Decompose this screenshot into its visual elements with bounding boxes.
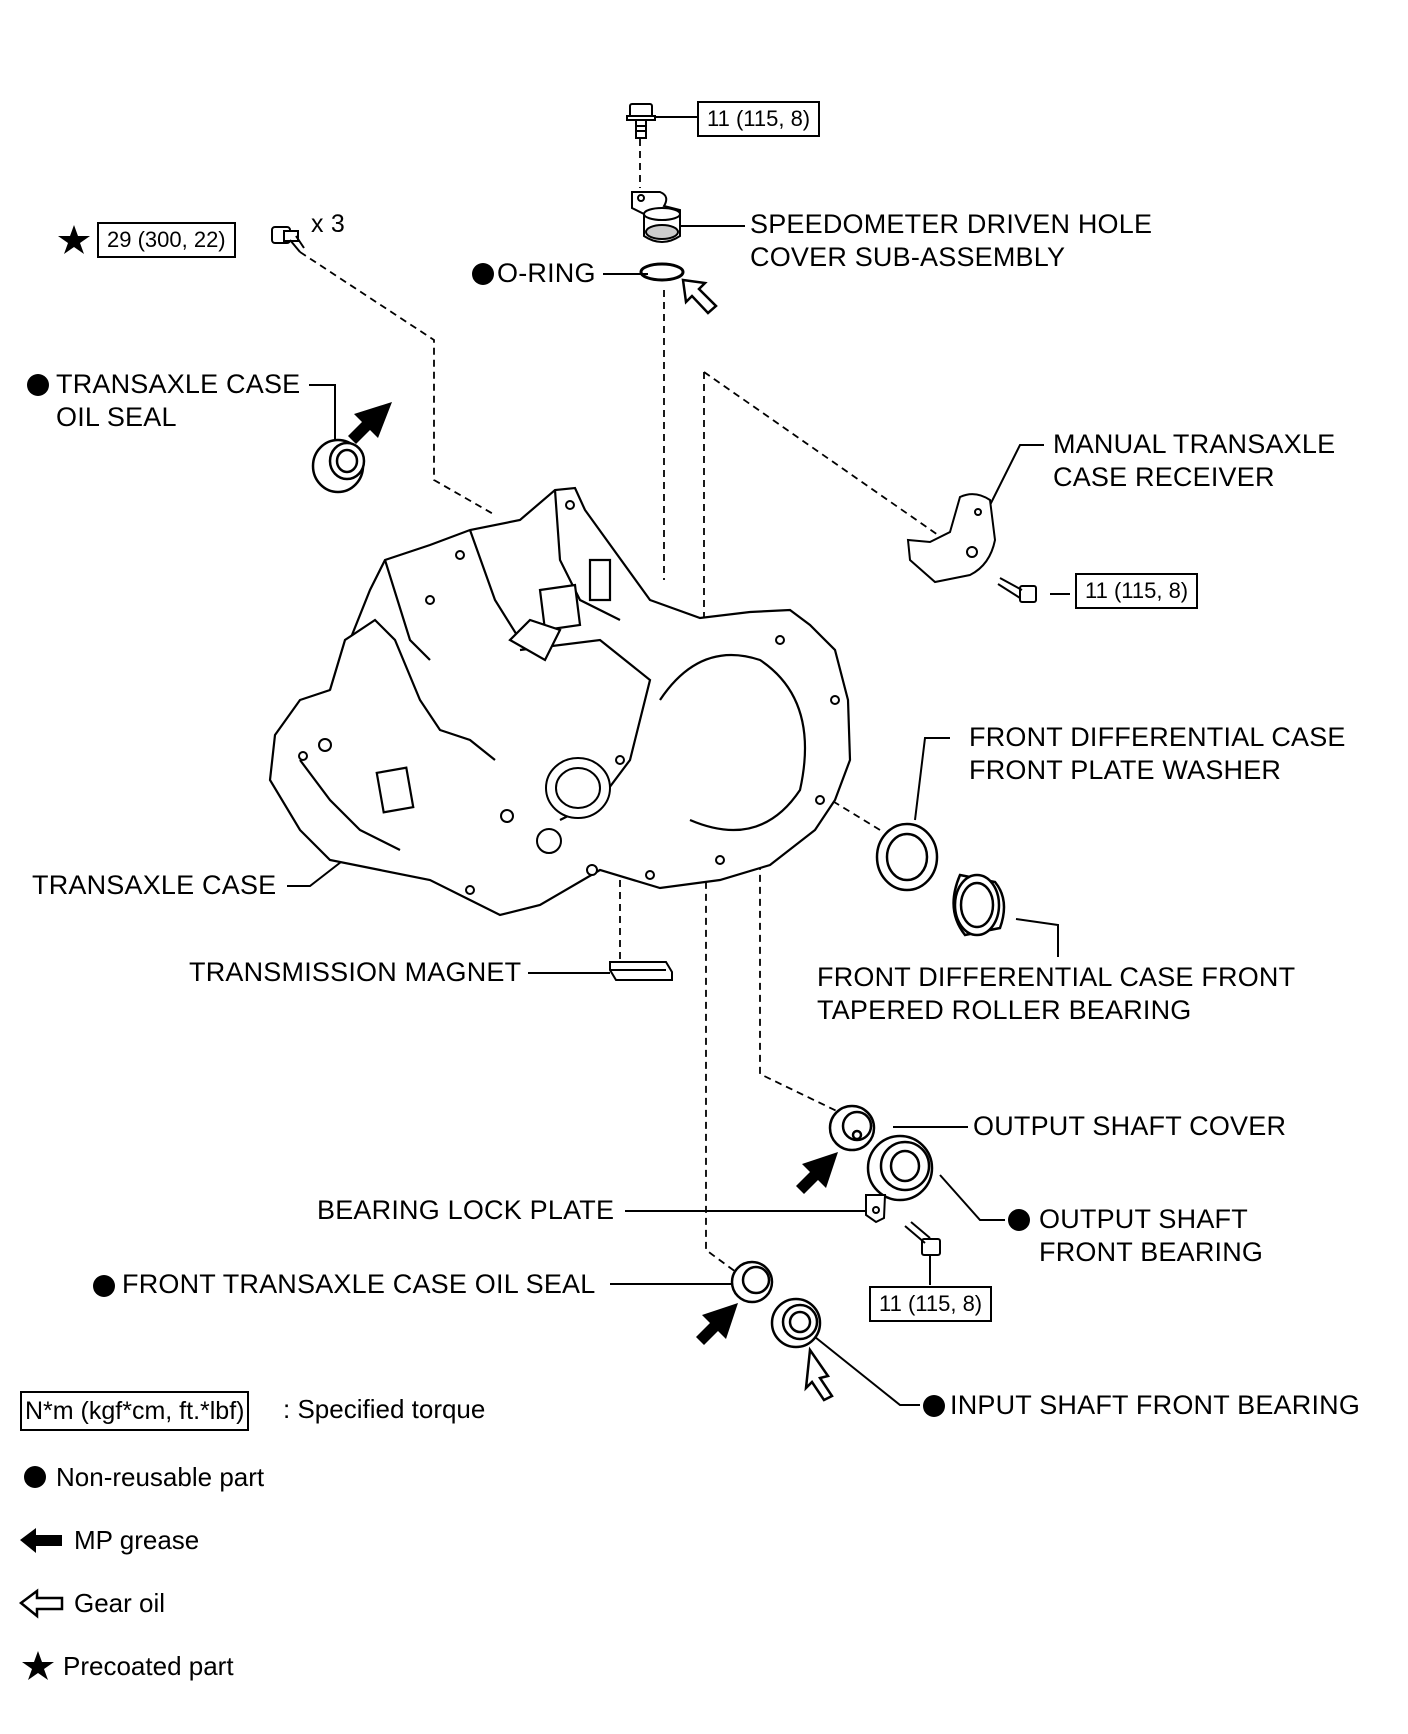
gear-oil-arrow-icon-2	[804, 1346, 834, 1402]
label-speedometer-cover-line1: SPEEDOMETER DRIVEN HOLE	[750, 209, 1153, 239]
output-shaft-cover-icon	[828, 1104, 876, 1152]
assembly-dashed-lines	[299, 139, 939, 1276]
legend-gear-oil-text: Gear oil	[74, 1588, 166, 1618]
transmission-magnet-icon	[609, 961, 673, 981]
label-output-shaft-front-bearing-line1: OUTPUT SHAFT	[1039, 1204, 1248, 1234]
top-bolt-icon	[626, 103, 656, 139]
output-shaft-front-bearing-icon	[866, 1134, 934, 1202]
mp-grease-arrow-icon-2	[796, 1152, 838, 1194]
label-plate-washer-line1: FRONT DIFFERENTIAL CASE	[969, 722, 1346, 752]
non-reusable-dot-icon	[93, 1275, 115, 1297]
label-case-receiver: MANUAL TRANSAXLE CASE RECEIVER	[1053, 428, 1335, 494]
label-output-shaft-front-bearing: OUTPUT SHAFT FRONT BEARING	[1039, 1203, 1263, 1269]
label-output-shaft-front-bearing-line2: FRONT BEARING	[1039, 1237, 1264, 1267]
label-speedometer-cover-line2: COVER SUB-ASSEMBLY	[750, 242, 1066, 272]
transaxle-case-oil-seal-icon	[311, 438, 366, 494]
mp-grease-arrow-icon-3	[696, 1303, 738, 1345]
tapered-roller-bearing-icon	[952, 873, 1006, 937]
torque-box-case-bolts: 29 (300, 22)	[97, 222, 236, 258]
torque-box-top-bolt: 11 (115, 8)	[697, 101, 821, 137]
label-transaxle-case-oil-seal: TRANSAXLE CASE OIL SEAL	[56, 368, 300, 434]
label-bearing-lock-plate: BEARING LOCK PLATE	[317, 1195, 615, 1225]
o-ring-icon	[639, 262, 685, 282]
non-reusable-dot-icon	[1008, 1209, 1030, 1231]
non-reusable-dot-icon	[472, 263, 494, 285]
precoated-star-icon	[58, 225, 90, 254]
output-bolt-icon	[904, 1221, 941, 1256]
front-oil-seal-icon	[730, 1260, 774, 1304]
non-reusable-dot-icon	[27, 374, 49, 396]
label-input-shaft-front-bearing: INPUT SHAFT FRONT BEARING	[950, 1390, 1361, 1420]
label-transaxle-case-oil-seal-line2: OIL SEAL	[56, 402, 177, 432]
label-transaxle-case-oil-seal-line1: TRANSAXLE CASE	[56, 369, 301, 399]
torque-box-output-bolt: 11 (115, 8)	[869, 1286, 993, 1322]
mp-grease-arrow-icon	[348, 402, 392, 444]
label-transmission-magnet: TRANSMISSION MAGNET	[189, 957, 522, 987]
label-o-ring: O-RING	[497, 258, 596, 288]
label-tapered-roller-bearing-line1: FRONT DIFFERENTIAL CASE FRONT	[817, 962, 1296, 992]
torque-box-receiver-bolt: 11 (115, 8)	[1075, 573, 1199, 609]
label-speedometer-cover: SPEEDOMETER DRIVEN HOLE COVER SUB-ASSEMB…	[750, 208, 1152, 274]
legend-gear-oil-icon	[18, 1588, 64, 1619]
bearing-lock-plate-icon	[865, 1194, 887, 1224]
case-bolt-icon	[271, 226, 305, 253]
transaxle-case-holes	[298, 500, 840, 895]
gear-oil-arrow-icon	[681, 278, 718, 315]
legend-torque-text: : Specified torque	[283, 1394, 486, 1424]
input-shaft-front-bearing-icon	[770, 1297, 822, 1349]
label-transaxle-case: TRANSAXLE CASE	[32, 870, 277, 900]
label-case-receiver-line1: MANUAL TRANSAXLE	[1053, 429, 1336, 459]
case-receiver-icon	[906, 493, 997, 584]
receiver-bolt-icon	[997, 577, 1037, 603]
legend-non-reusable-text: Non-reusable part	[56, 1462, 265, 1492]
case-bolts-quantity: x 3	[311, 210, 345, 238]
label-tapered-roller-bearing-line2: TAPERED ROLLER BEARING	[817, 995, 1192, 1025]
legend-non-reusable-icon	[24, 1466, 46, 1488]
speedometer-cover-icon	[631, 191, 681, 243]
non-reusable-dot-icon	[923, 1395, 945, 1417]
plate-washer-icon	[875, 822, 939, 892]
label-plate-washer: FRONT DIFFERENTIAL CASE FRONT PLATE WASH…	[969, 721, 1346, 787]
legend-mp-grease-icon	[20, 1528, 62, 1553]
label-output-shaft-cover: OUTPUT SHAFT COVER	[973, 1111, 1287, 1141]
legend-torque-unit-box: N*m (kgf*cm, ft.*lbf)	[20, 1391, 250, 1431]
legend-mp-grease-text: MP grease	[74, 1525, 200, 1555]
label-tapered-roller-bearing: FRONT DIFFERENTIAL CASE FRONT TAPERED RO…	[817, 961, 1295, 1027]
legend-precoated-text: Precoated part	[63, 1651, 234, 1681]
label-plate-washer-line2: FRONT PLATE WASHER	[969, 755, 1282, 785]
legend-precoated-star-icon	[22, 1651, 54, 1680]
label-front-transaxle-case-oil-seal: FRONT TRANSAXLE CASE OIL SEAL	[122, 1269, 596, 1299]
transaxle-case-icon	[268, 486, 852, 917]
label-case-receiver-line2: CASE RECEIVER	[1053, 462, 1275, 492]
